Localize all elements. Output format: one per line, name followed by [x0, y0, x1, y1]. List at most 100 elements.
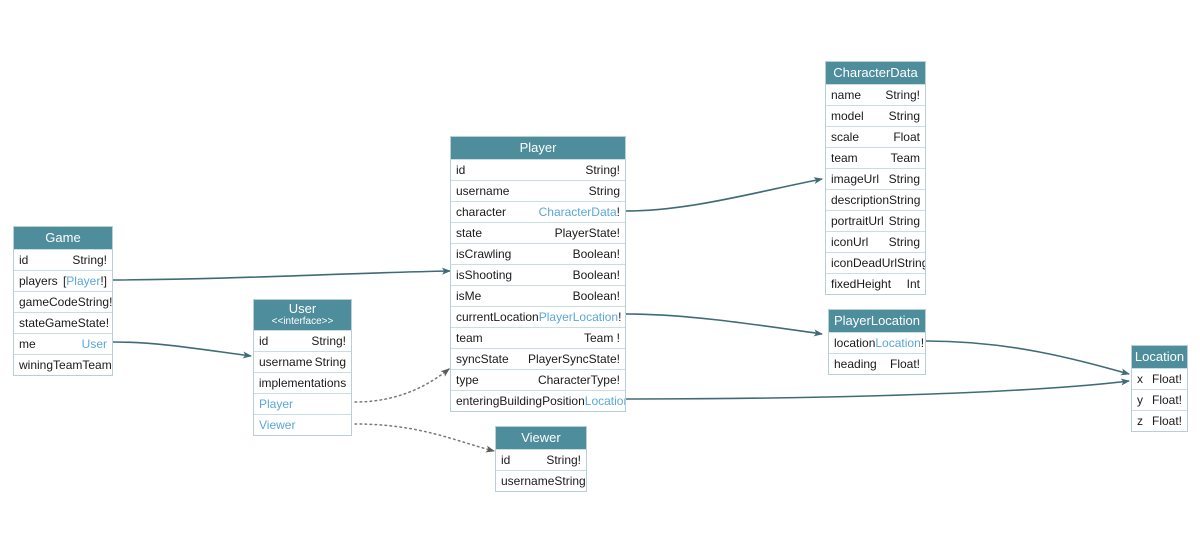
field-name: x [1137, 372, 1143, 386]
table-row[interactable]: y Float! [1132, 389, 1187, 410]
entity-characterdata[interactable]: CharacterData name String! model String … [825, 61, 926, 295]
field-type: Boolean! [572, 268, 620, 282]
field-name: id [19, 253, 29, 267]
field-type: String [897, 256, 925, 270]
field-name: isMe [456, 289, 482, 303]
table-row[interactable]: team Team ! [451, 327, 625, 348]
field-name: description [831, 193, 890, 207]
field-name: syncState [456, 352, 509, 366]
field-type: String [888, 109, 920, 123]
table-row[interactable]: name String! [826, 84, 925, 105]
field-type[interactable]: [Player!] [62, 274, 107, 288]
field-type[interactable]: User [81, 337, 107, 351]
implementation-item-player[interactable]: Player [254, 393, 351, 414]
table-row[interactable]: id String! [451, 159, 625, 180]
table-row[interactable]: team Team [826, 147, 925, 168]
entity-user-title: User <<interface>> [254, 300, 351, 330]
entity-game[interactable]: Game id String! players [Player!] gameCo… [13, 226, 113, 376]
table-row[interactable]: iconUrl String [826, 231, 925, 252]
table-row[interactable]: model String [826, 105, 925, 126]
field-type: GameState! [45, 316, 110, 330]
field-type[interactable]: Location! [875, 336, 925, 350]
field-type: String! [585, 163, 620, 177]
non-null-marker: ! [920, 336, 925, 350]
table-row[interactable]: fixedHeight Int [826, 273, 925, 294]
table-row[interactable]: username String [496, 470, 586, 491]
field-name: type [456, 373, 479, 387]
field-type: Team [890, 151, 920, 165]
table-row[interactable]: username String [254, 351, 351, 372]
field-name: isCrawling [456, 247, 512, 261]
table-row[interactable]: description String [826, 189, 925, 210]
field-type[interactable]: PlayerLocation! [538, 310, 622, 324]
table-row[interactable]: id String! [254, 330, 351, 351]
entity-player-title: Player [451, 137, 625, 159]
field-name: fixedHeight [831, 277, 892, 291]
connector-playerlocation-location-to-location [925, 340, 1130, 376]
entity-location[interactable]: Location x Float! y Float! z Float! [1131, 345, 1188, 432]
field-name: model [831, 109, 864, 123]
connector-player-character-to-characterdata [625, 177, 823, 212]
table-row[interactable]: isCrawling Boolean! [451, 243, 625, 264]
table-row[interactable]: me User [14, 333, 112, 354]
table-row[interactable]: isMe Boolean! [451, 285, 625, 306]
field-type: Team ! [583, 331, 620, 345]
table-row[interactable]: type CharacterType! [451, 369, 625, 390]
table-row[interactable]: enteringBuildingPosition Location [451, 390, 625, 411]
field-name: state [456, 226, 483, 240]
field-name: location [834, 336, 876, 350]
field-name: currentLocation [456, 310, 539, 324]
entity-characterdata-title: CharacterData [826, 62, 925, 84]
field-name: name [831, 88, 862, 102]
non-null-marker: ! [616, 205, 620, 219]
table-row[interactable]: heading Float! [829, 353, 925, 374]
table-row[interactable]: id String! [496, 449, 586, 470]
table-row[interactable]: scale Float [826, 126, 925, 147]
table-row[interactable]: character CharacterData! [451, 201, 625, 222]
table-row[interactable]: portraitUrl String [826, 210, 925, 231]
field-name: id [501, 453, 511, 467]
table-row[interactable]: username String [451, 180, 625, 201]
implementations-label: implementations [258, 376, 347, 390]
entity-user-name: User [288, 301, 317, 316]
field-type: Boolean! [572, 247, 620, 261]
field-type: Team [82, 358, 112, 372]
implementation-item-viewer[interactable]: Viewer [254, 414, 351, 435]
table-row[interactable]: players [Player!] [14, 270, 112, 291]
table-row[interactable]: gameCode String! [14, 291, 112, 312]
entity-player[interactable]: Player id String! username String charac… [450, 136, 626, 412]
non-null-marker: ! [618, 310, 622, 324]
field-type: String [588, 184, 620, 198]
table-row[interactable]: x Float! [1132, 368, 1187, 389]
field-name: iconDeadUrl [831, 256, 898, 270]
field-name: isShooting [456, 268, 513, 282]
field-name: username [259, 355, 313, 369]
table-row[interactable]: location Location! [829, 332, 925, 353]
field-type: Float [893, 130, 920, 144]
entity-viewer[interactable]: Viewer id String! username String [495, 426, 587, 492]
table-row[interactable]: id String! [14, 249, 112, 270]
table-row[interactable]: currentLocation PlayerLocation! [451, 306, 625, 327]
table-row[interactable]: imageUrl String [826, 168, 925, 189]
field-name: state [19, 316, 46, 330]
table-row[interactable]: winingTeam Team [14, 354, 112, 375]
field-type[interactable]: CharacterData! [538, 205, 620, 219]
field-name: gameCode [19, 295, 78, 309]
field-type: String! [546, 453, 581, 467]
non-null-marker: ] [103, 274, 107, 288]
field-name: z [1137, 414, 1143, 428]
field-type[interactable]: Location [584, 394, 625, 408]
field-name: scale [831, 130, 860, 144]
table-row[interactable]: isShooting Boolean! [451, 264, 625, 285]
table-row[interactable]: state GameState! [14, 312, 112, 333]
field-name: y [1137, 393, 1143, 407]
field-type: String! [77, 295, 112, 309]
field-type: String [314, 355, 346, 369]
field-name: id [259, 334, 269, 348]
table-row[interactable]: syncState PlayerSyncState! [451, 348, 625, 369]
entity-playerlocation[interactable]: PlayerLocation location Location! headin… [828, 309, 926, 375]
table-row[interactable]: state PlayerState! [451, 222, 625, 243]
table-row[interactable]: z Float! [1132, 410, 1187, 431]
table-row[interactable]: iconDeadUrl String [826, 252, 925, 273]
entity-user[interactable]: User <<interface>> id String! username S… [253, 299, 352, 436]
